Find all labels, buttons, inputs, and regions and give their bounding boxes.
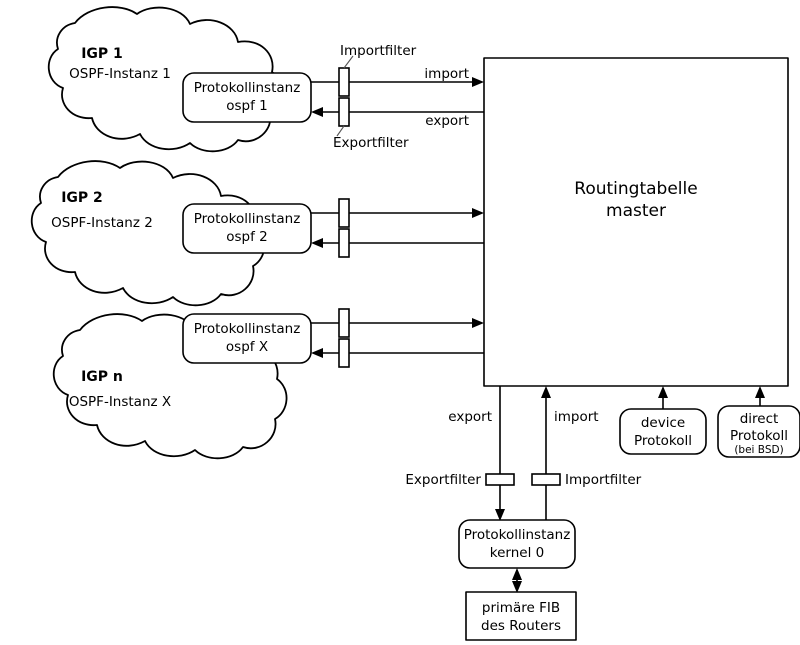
import-arrowhead-3 xyxy=(472,318,484,328)
kernel-export-filter-block[interactable] xyxy=(485,473,515,486)
export-flow-label-1: export xyxy=(425,113,469,129)
routing-table-box[interactable] xyxy=(483,57,789,387)
device-protocol-line2: Protokoll xyxy=(634,433,692,449)
protocol-instance-3-line1: Protokollinstanz xyxy=(194,321,301,337)
device-protocol-line1: device xyxy=(641,415,685,431)
cloud-1-title: IGP 1 xyxy=(81,46,123,62)
import-flow-label-1: import xyxy=(424,66,469,82)
direct-protocol-line2: Protokoll xyxy=(730,428,788,444)
device-protocol-arrowhead xyxy=(658,386,668,398)
protocol-instance-3-line2: ospf X xyxy=(226,339,268,355)
export-filter-leader-1 xyxy=(336,125,345,137)
kernel-import-arrowhead xyxy=(541,386,551,398)
protocol-instance-box-1[interactable] xyxy=(182,72,312,123)
protocol-instance-2-line2: ospf 2 xyxy=(226,229,268,245)
kernel-importfilter-label: Importfilter xyxy=(565,472,642,488)
export-filter-block-1[interactable] xyxy=(338,97,350,127)
cloud-shape-2 xyxy=(30,160,266,307)
fib-line2: des Routers xyxy=(481,618,561,634)
cloud-3-subtitle: OSPF-Instanz X xyxy=(69,394,171,410)
kernel-import-flow-label: import xyxy=(554,409,599,425)
kernel-instance-line2: kernel 0 xyxy=(490,545,544,561)
side-protocol-direct: direct Protokoll (bei BSD) xyxy=(717,386,800,458)
row-ospf-3: Protokollinstanz ospf X xyxy=(182,308,484,368)
direct-protocol-line1: direct xyxy=(740,411,779,427)
fib-line1: primäre FIB xyxy=(482,600,560,616)
import-filter-block-1[interactable] xyxy=(338,67,350,97)
cloud-igp-2: IGP 2 OSPF-Instanz 2 xyxy=(30,160,266,307)
kernel-export-flow-label: export xyxy=(448,409,492,425)
import-filter-block-3[interactable] xyxy=(338,308,350,338)
kernel-export-arrowhead xyxy=(495,509,505,521)
export-arrowhead-1 xyxy=(311,107,323,117)
protocol-instance-1-line1: Protokollinstanz xyxy=(194,80,301,96)
direct-protocol-arrowhead xyxy=(755,386,765,398)
direct-protocol-line3: (bei BSD) xyxy=(734,444,783,456)
protocol-instance-1-line2: ospf 1 xyxy=(226,98,268,114)
export-filter-block-2[interactable] xyxy=(338,228,350,258)
protocol-instance-box-2[interactable] xyxy=(182,203,312,254)
export-filter-block-3[interactable] xyxy=(338,338,350,368)
cloud-3-title: IGP n xyxy=(81,369,123,385)
fib-arrowhead-down xyxy=(512,581,522,593)
routing-table-line1: Routingtabelle xyxy=(574,179,697,199)
kernel-exportfilter-label: Exportfilter xyxy=(405,472,481,488)
import-arrowhead-2 xyxy=(472,208,484,218)
export-filter-label-1: Exportfilter xyxy=(333,135,409,151)
kernel-import-filter-block[interactable] xyxy=(531,473,561,486)
import-filter-label-1: Importfilter xyxy=(340,43,417,59)
fib-box[interactable] xyxy=(465,591,577,641)
export-arrowhead-3 xyxy=(311,348,323,358)
fib-arrowhead-up xyxy=(512,568,522,580)
protocol-instance-2-line1: Protokollinstanz xyxy=(194,211,301,227)
kernel-path: export import Exportfilter Importfilter … xyxy=(405,386,642,641)
routing-table-line2: master xyxy=(606,201,666,221)
import-filter-leader-1 xyxy=(343,55,354,69)
device-protocol-box[interactable] xyxy=(619,408,707,455)
kernel-instance-line1: Protokollinstanz xyxy=(464,527,571,543)
side-protocol-device: device Protokoll xyxy=(619,386,707,455)
import-filter-block-2[interactable] xyxy=(338,198,350,228)
protocol-instance-box-3[interactable] xyxy=(182,313,312,364)
cloud-2-subtitle: OSPF-Instanz 2 xyxy=(51,215,153,231)
row-ospf-2: Protokollinstanz ospf 2 xyxy=(182,198,484,258)
routing-table-master[interactable]: Routingtabelle master xyxy=(483,57,789,387)
cloud-1-subtitle: OSPF-Instanz 1 xyxy=(69,66,171,82)
import-arrowhead-1 xyxy=(472,77,484,87)
direct-protocol-box[interactable] xyxy=(717,405,800,458)
export-arrowhead-2 xyxy=(311,238,323,248)
cloud-2-title: IGP 2 xyxy=(61,190,103,206)
row-ospf-1: Protokollinstanz ospf 1 Importfilter Exp… xyxy=(182,43,484,151)
